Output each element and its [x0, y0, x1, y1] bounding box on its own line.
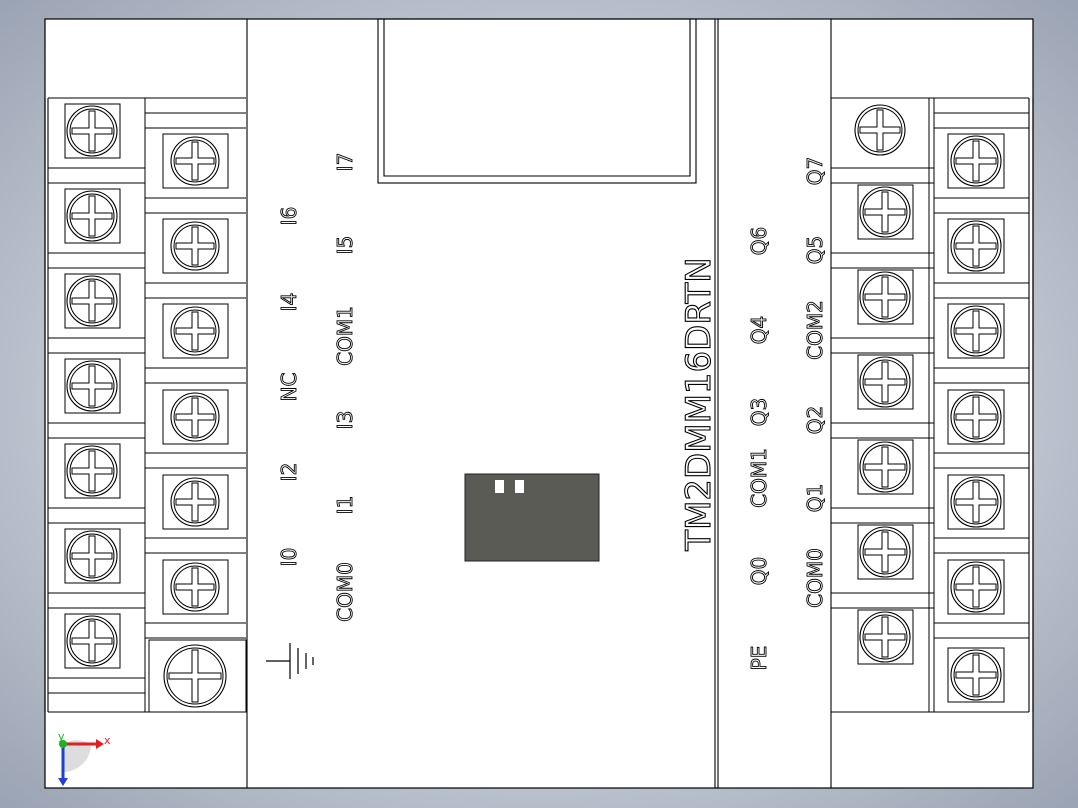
terminal-screw-icon — [170, 392, 220, 442]
terminal-screw-icon — [170, 136, 220, 186]
output-label: Q0 — [747, 557, 771, 585]
terminal-screw-icon — [66, 615, 118, 667]
terminal-screw-icon — [859, 441, 911, 493]
output-label: COM2 — [803, 300, 827, 360]
input-label: I3 — [333, 411, 357, 430]
output-label: Q1 — [803, 484, 827, 512]
terminal-screw-icon — [170, 477, 220, 527]
ground-symbol-icon — [266, 643, 314, 679]
input-label: I1 — [333, 496, 357, 515]
terminal-screw-icon — [950, 649, 1002, 701]
axis-y-label: y — [58, 730, 65, 743]
input-label: I5 — [333, 236, 357, 255]
terminal-screw-icon — [859, 271, 911, 323]
axis-x-label: x — [104, 734, 111, 747]
body-outline — [44, 18, 1034, 788]
comm-connector — [464, 473, 600, 562]
terminal-screw-icon — [66, 105, 118, 157]
terminal-screw-icon — [950, 476, 1002, 528]
terminal-screw-icon — [950, 391, 1002, 443]
terminal-screw-icon — [859, 356, 911, 408]
terminal-screw-icon — [950, 135, 1002, 187]
input-label: COM0 — [333, 562, 357, 622]
output-label: PE — [747, 646, 771, 671]
terminal-screw-icon — [859, 611, 911, 663]
terminal-screw-icon — [66, 190, 118, 242]
input-label: COM1 — [333, 306, 357, 366]
input-label: I6 — [277, 207, 301, 226]
input-label: I0 — [277, 548, 301, 567]
terminal-screw-icon — [66, 530, 118, 582]
input-label: I4 — [277, 293, 301, 312]
input-label: I2 — [277, 463, 301, 482]
output-label: Q4 — [747, 316, 771, 344]
terminal-screw-icon — [170, 221, 220, 271]
terminal-screw-icon — [859, 186, 911, 238]
terminal-screw-icon — [950, 305, 1002, 357]
terminal-labels: I6I4NCI2I0I7I5COM1I3I1COM0Q6Q4Q3COM1Q0PE… — [277, 152, 828, 671]
terminal-screw-icon — [66, 275, 118, 327]
input-label: I7 — [333, 153, 357, 172]
terminal-screw-icon — [66, 360, 118, 412]
terminal-screw-icon — [854, 104, 906, 156]
input-terminal-block — [48, 97, 247, 713]
output-label: Q5 — [803, 236, 827, 264]
output-label: COM0 — [803, 548, 827, 608]
terminal-screw-icon — [950, 561, 1002, 613]
terminal-screw-icon — [950, 220, 1002, 272]
terminal-screw-icon — [170, 562, 220, 612]
terminal-screw-icon — [163, 644, 227, 708]
input-label: NC — [277, 373, 301, 402]
output-terminal-block — [831, 97, 1029, 713]
model-label: TM2DMM16DRTN — [679, 257, 719, 551]
terminal-screw-icon — [859, 526, 911, 578]
output-label: COM1 — [747, 448, 771, 508]
output-label: Q2 — [803, 406, 827, 434]
terminal-screw-icon — [66, 445, 118, 497]
terminal-screw-icon — [170, 306, 220, 356]
output-label: Q3 — [747, 398, 771, 426]
output-label: Q6 — [747, 227, 771, 255]
output-label: Q7 — [803, 157, 827, 185]
axis-triad-icon: x y — [58, 730, 111, 786]
